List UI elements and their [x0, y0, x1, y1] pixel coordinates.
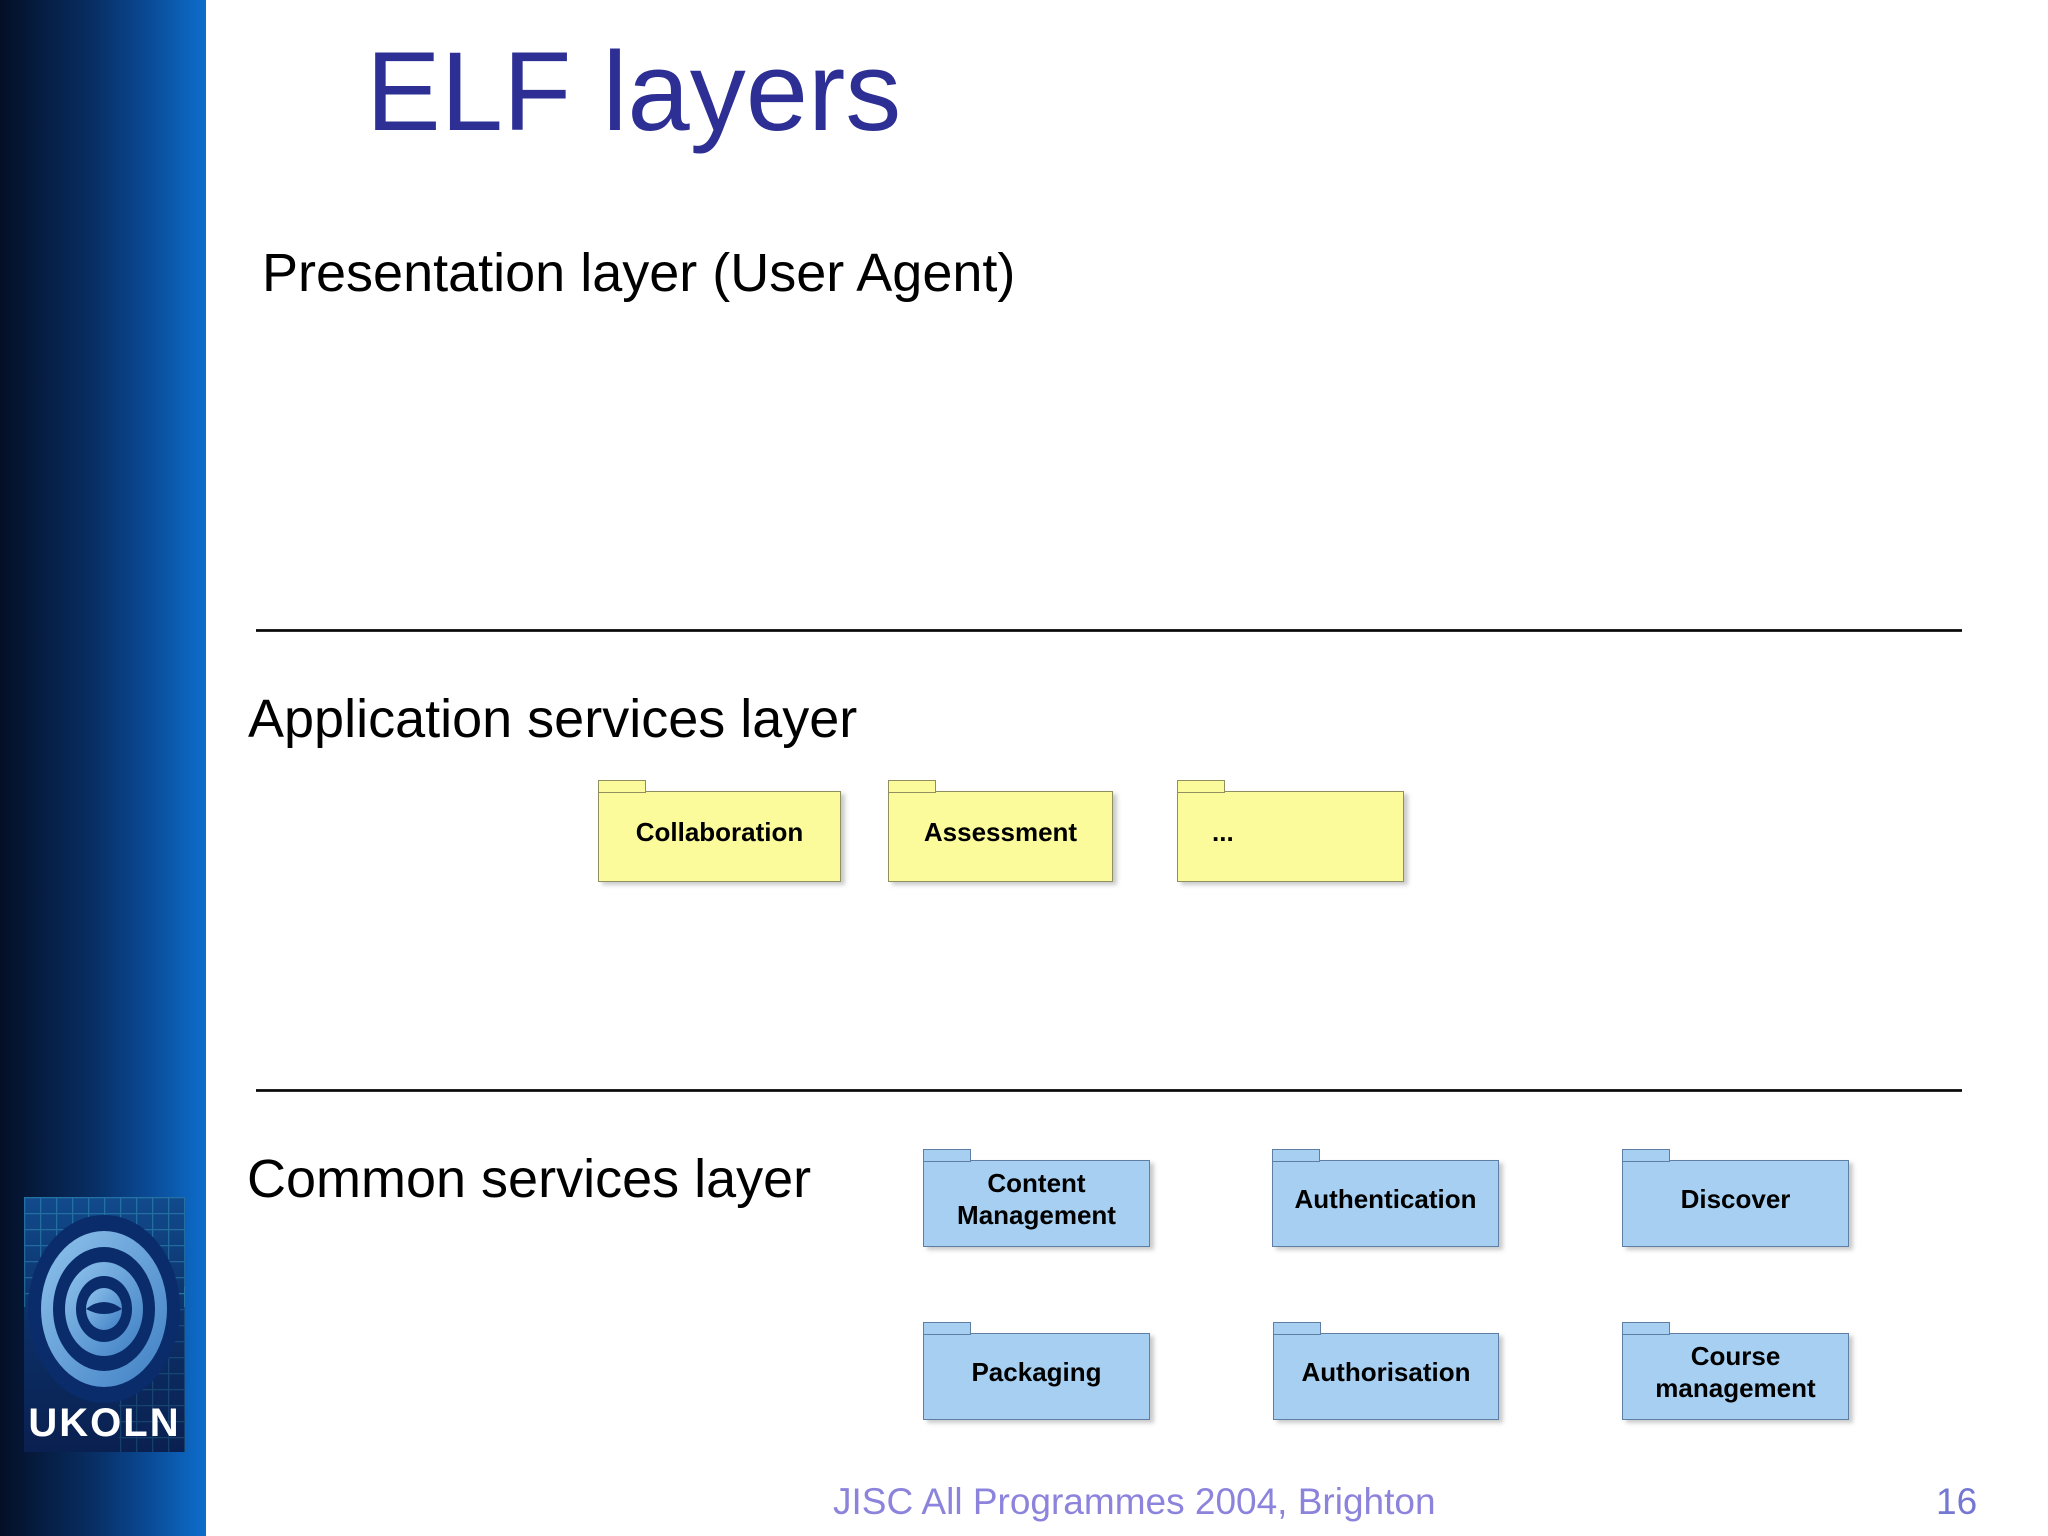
application-layer-label: Application services layer [248, 689, 858, 749]
folder-label: Assessment [923, 816, 1078, 847]
page-title: ELF layers [366, 29, 902, 154]
page-number: 16 [1936, 1481, 1978, 1522]
folder-label: ... [1212, 816, 1234, 847]
folder-label: Discover [1680, 1183, 1791, 1214]
folder-label: Content Management [957, 1168, 1116, 1230]
folder-label: Authentication [1294, 1183, 1477, 1214]
folder-tab [1273, 1322, 1321, 1335]
package-content-management: Content Management [923, 1149, 1150, 1247]
folder-tab [1622, 1322, 1670, 1335]
folder-tab [923, 1149, 971, 1162]
ukoln-logo-text: UKOLN [28, 1401, 181, 1445]
folder-label: Authorisation [1301, 1356, 1471, 1387]
folder-label: Course management [1655, 1341, 1816, 1403]
presentation-layer-label: Presentation layer (User Agent) [262, 243, 1016, 303]
folder-tab [598, 780, 646, 793]
package-course-management: Course management [1622, 1322, 1849, 1420]
layer-divider-top [256, 629, 1962, 632]
package-collaboration: Collaboration [598, 780, 841, 882]
folder-tab [1177, 780, 1225, 793]
package-assessment: Assessment [888, 780, 1113, 882]
ukoln-spiral-eye-icon [24, 1197, 185, 1452]
folder-tab [1272, 1149, 1320, 1162]
footer-text: JISC All Programmes 2004, Brighton [833, 1481, 1436, 1522]
layer-divider-bottom [256, 1089, 1962, 1092]
folder-label: Collaboration [635, 816, 804, 847]
folder-tab [923, 1322, 971, 1335]
folder-tab [1622, 1149, 1670, 1162]
common-layer-label: Common services layer [247, 1149, 812, 1209]
package-more: ... [1177, 780, 1404, 882]
package-authentication: Authentication [1272, 1149, 1499, 1247]
package-discover: Discover [1622, 1149, 1849, 1247]
folder-label: Packaging [971, 1356, 1102, 1387]
package-authorisation: Authorisation [1273, 1322, 1499, 1420]
ukoln-logo: UKOLN [24, 1197, 185, 1452]
folder-tab [888, 780, 936, 793]
package-packaging: Packaging [923, 1322, 1150, 1420]
